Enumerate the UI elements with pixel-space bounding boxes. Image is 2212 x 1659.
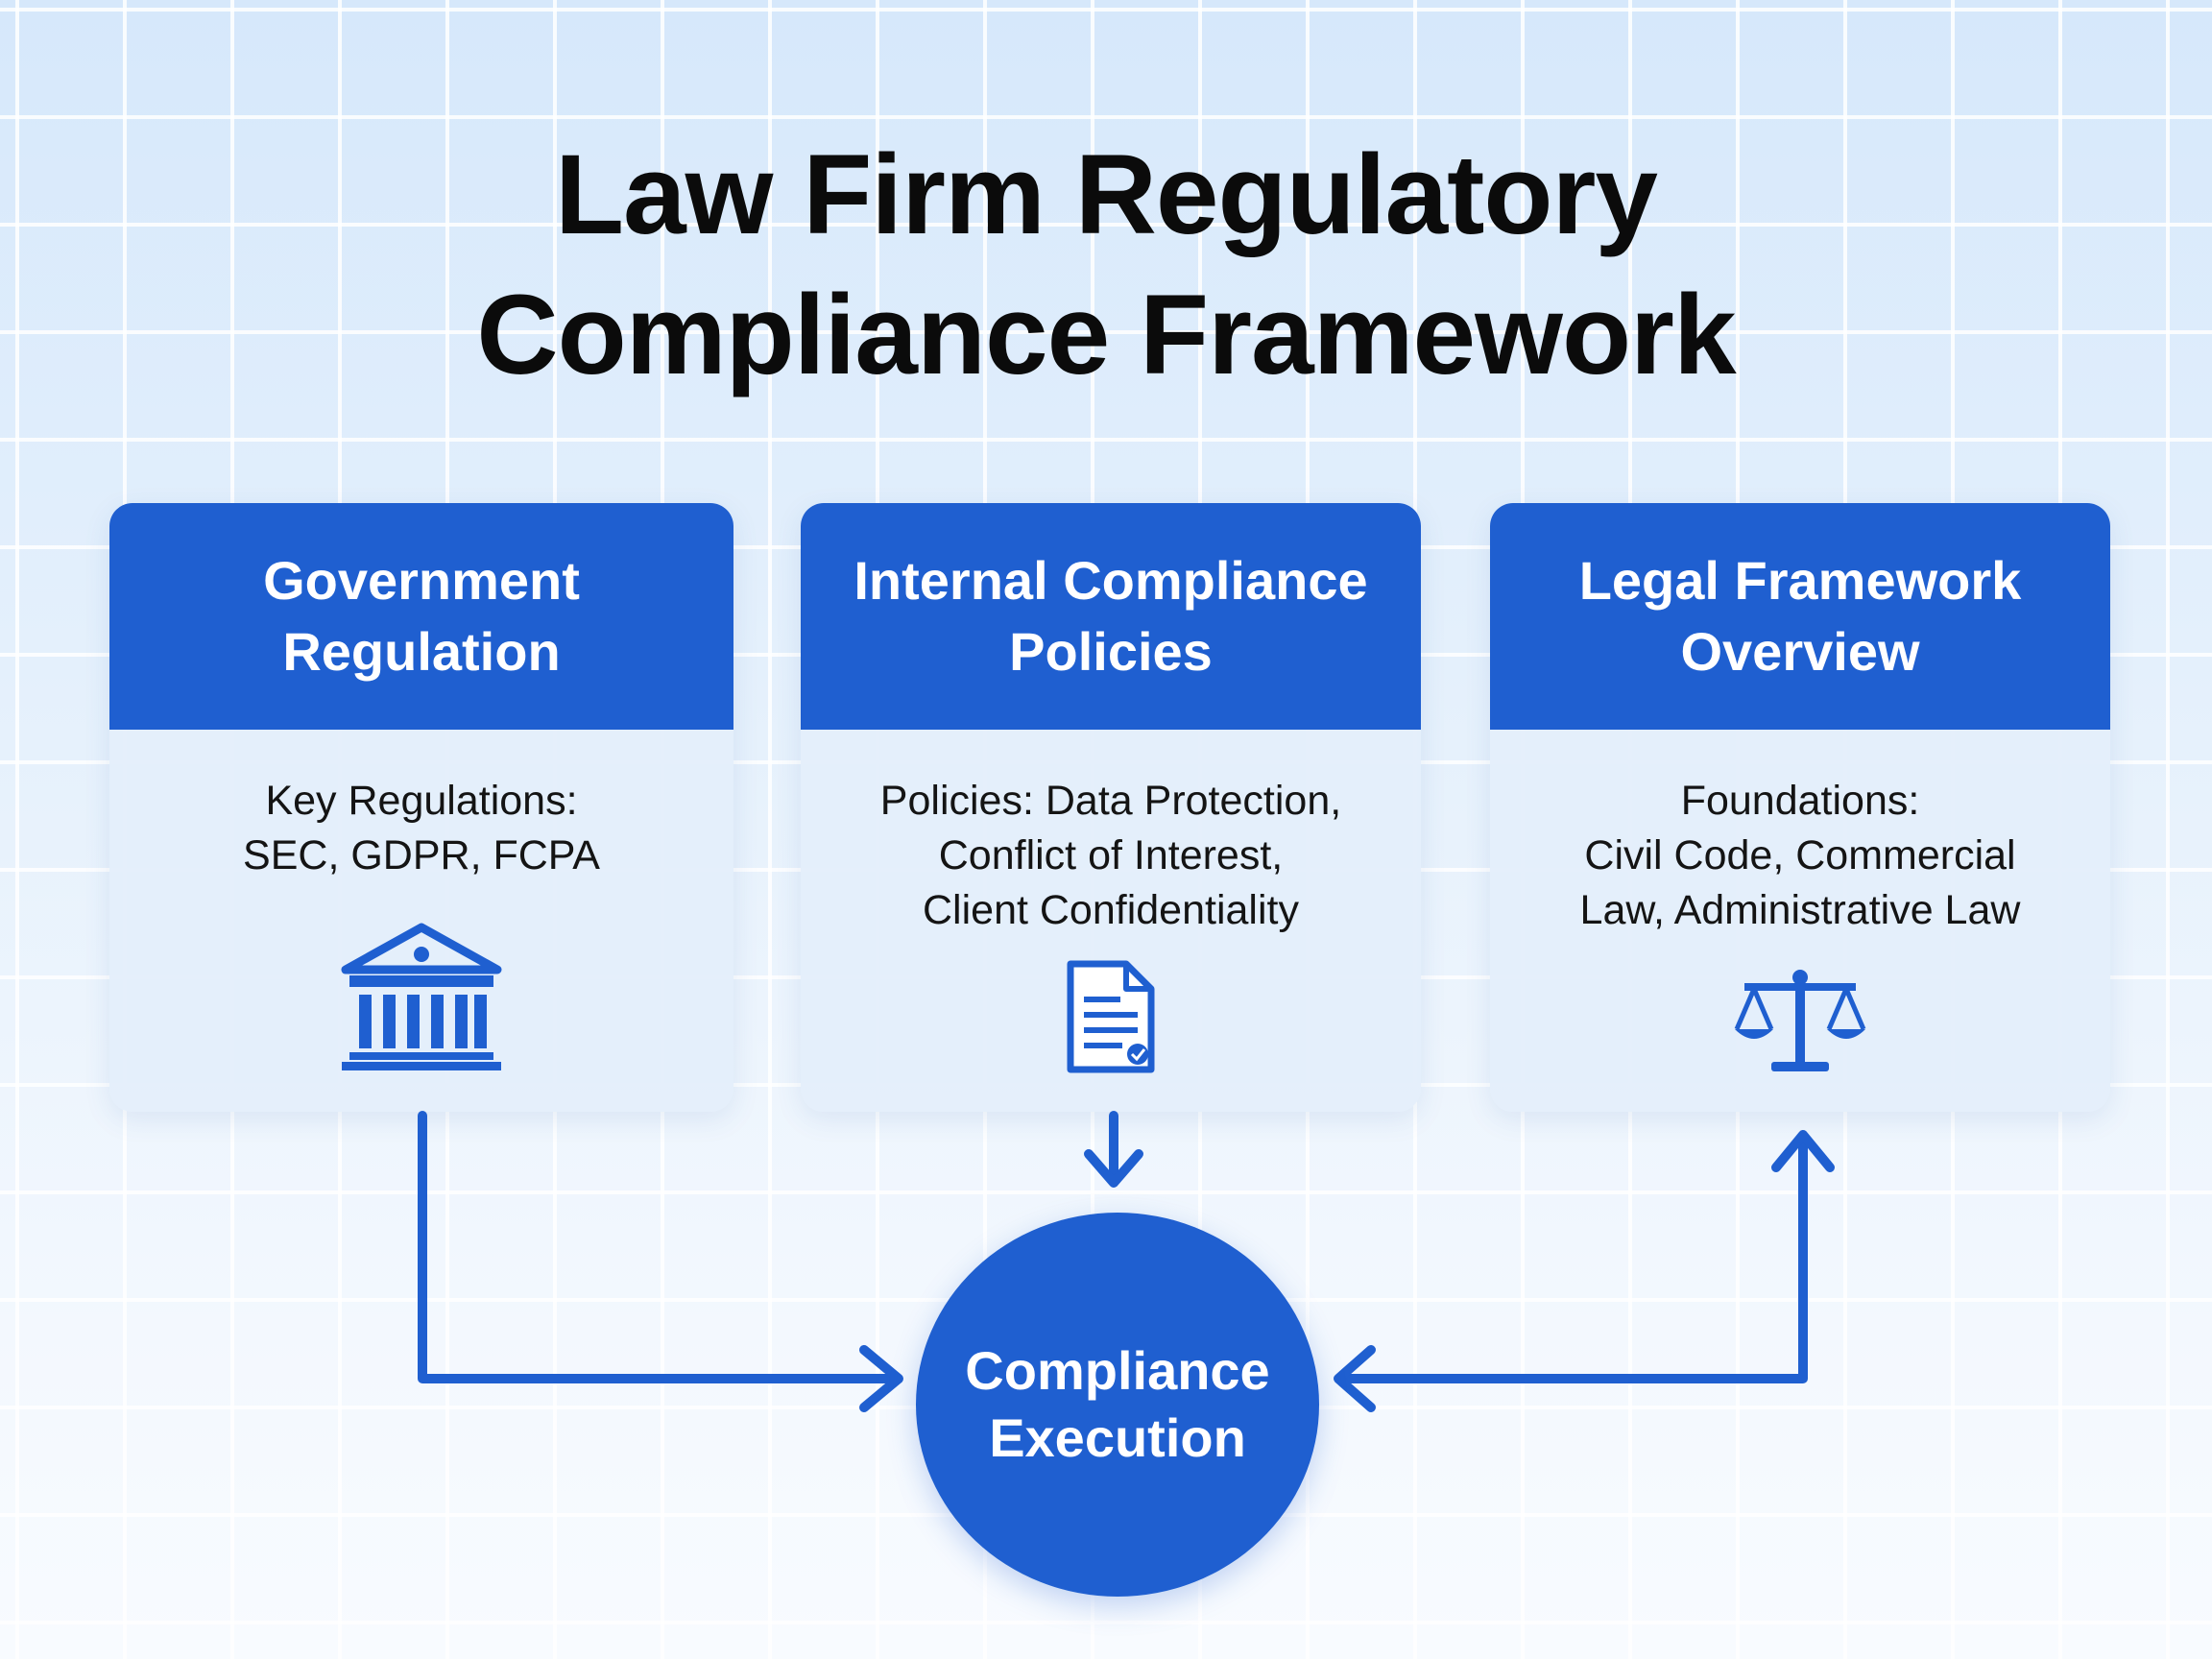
card-body-line-2: Conflict of Interest, (938, 832, 1284, 878)
card-body-line-3: Client Confidentiality (923, 887, 1299, 933)
card-heading: Legal Framework Overview (1490, 503, 2110, 730)
card-body: Policies: Data Protection, Conflict of I… (801, 730, 1421, 938)
arrow-policies-to-execution (1084, 1111, 1143, 1188)
card-body-line-2: Civil Code, Commercial (1584, 832, 2016, 878)
arrow-government-to-execution (418, 1111, 903, 1412)
card-body-line-2: SEC, GDPR, FCPA (243, 832, 600, 878)
center-node-line-2: Execution (989, 1407, 1246, 1468)
card-body-line-1: Key Regulations: (265, 778, 578, 824)
card-heading-line-2: Overview (1680, 621, 1920, 682)
card-body-line-1: Foundations: (1680, 778, 1920, 824)
card-heading-line-1: Legal Framework (1578, 550, 2022, 611)
diagram-title: Law Firm Regulatory Compliance Framework (0, 125, 2212, 405)
card-heading-line-1: Government (263, 550, 580, 611)
card-legal-framework-overview: Legal Framework Overview Foundations: Ci… (1490, 503, 2110, 1112)
card-internal-compliance-policies: Internal Compliance Policies Policies: D… (801, 503, 1421, 1112)
policy-document-icon (801, 960, 1421, 1075)
title-line-2: Compliance Framework (476, 272, 1736, 398)
card-body: Foundations: Civil Code, Commercial Law,… (1490, 730, 2110, 938)
card-government-regulation: Government Regulation Key Regulations: S… (109, 503, 733, 1112)
card-body-line-1: Policies: Data Protection, (879, 778, 1342, 824)
card-heading-line-2: Regulation (282, 621, 561, 682)
compliance-execution-node: Compliance Execution (916, 1213, 1319, 1597)
card-heading-line-1: Internal Compliance (854, 550, 1368, 611)
card-heading: Internal Compliance Policies (801, 503, 1421, 730)
card-body: Key Regulations: SEC, GDPR, FCPA (109, 730, 733, 883)
courthouse-icon (109, 922, 733, 1071)
card-heading-line-2: Policies (1009, 621, 1213, 682)
center-node-line-1: Compliance (965, 1340, 1270, 1401)
arrow-execution-to-legal-framework (1334, 1130, 1835, 1412)
card-body-line-3: Law, Administrative Law (1579, 887, 2021, 933)
card-heading: Government Regulation (109, 503, 733, 730)
title-line-1: Law Firm Regulatory (554, 132, 1658, 258)
scales-of-justice-icon (1490, 968, 2110, 1073)
